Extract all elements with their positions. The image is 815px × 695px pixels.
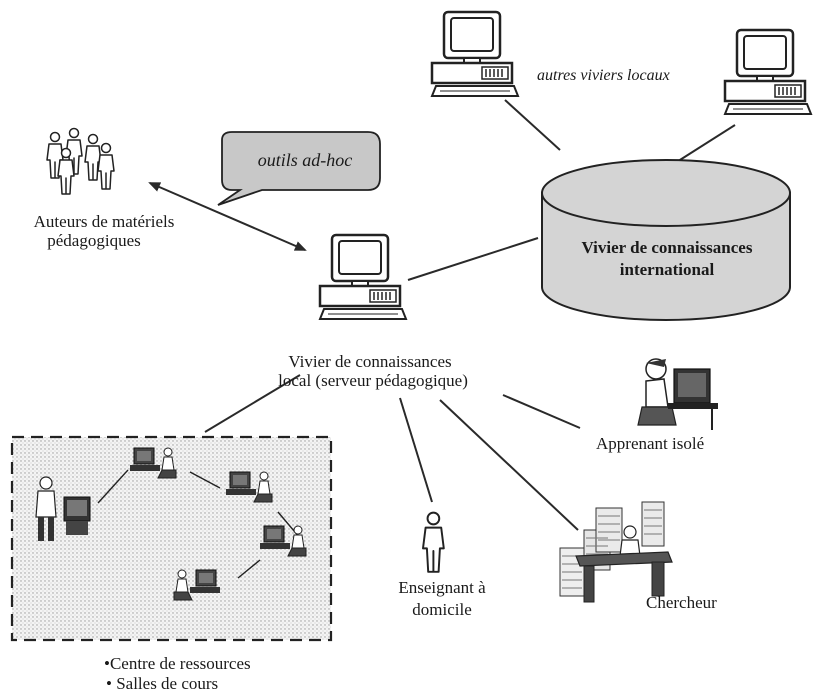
computer-icon-local-server — [318, 233, 408, 321]
resource-center-box — [10, 435, 333, 642]
home-teacher-line1: Enseignant à — [398, 578, 486, 597]
connection-lines — [148, 99, 736, 531]
local-pool-label: Vivier de connaissances local (serveur p… — [253, 352, 493, 390]
researcher-label: Chercheur — [646, 593, 717, 612]
international-label-line1: Vivier de connaissances — [581, 238, 753, 257]
line-local-to-resource-center — [204, 374, 301, 433]
international-pool-label: Vivier de connaissances international — [545, 237, 789, 281]
line-other-pools2-to-international — [671, 124, 736, 166]
line-local-to-home-teacher — [399, 397, 433, 503]
arrow-authors-to-local — [149, 182, 307, 251]
authors-label-line1: Auteurs de matériels — [33, 212, 175, 231]
international-pool-cylinder — [541, 159, 791, 321]
line-local-to-international — [407, 237, 539, 281]
isolated-learner-label: Apprenant isolé — [596, 434, 705, 453]
international-label-line2: international — [619, 260, 715, 279]
adhoc-tools-label: outils ad-hoc — [257, 150, 353, 170]
computer-icon-other-pool-1 — [430, 10, 520, 98]
authors-group-icon — [46, 127, 115, 195]
computer-icon-other-pool-2 — [723, 28, 813, 116]
home-teacher-label: Enseignant à domicile — [382, 578, 502, 619]
bullet-resource-center: •Centre de ressources — [104, 654, 251, 673]
local-label-line2: local (serveur pédagogique) — [278, 371, 468, 390]
bullet-classrooms: • Salles de cours — [106, 674, 219, 693]
home-teacher-icon — [422, 511, 445, 573]
authors-label-line2: pédagogiques — [47, 231, 141, 250]
line-local-to-isolated-learner — [502, 394, 581, 429]
line-other-pools-to-international — [504, 99, 561, 151]
home-teacher-line2: domicile — [412, 600, 472, 619]
authors-label: Auteurs de matériels pédagogiques — [4, 212, 204, 250]
other-local-pools-label: autres viviers locaux — [537, 67, 670, 84]
researcher-icon — [559, 501, 673, 603]
adhoc-tools-bubble — [217, 131, 381, 206]
local-label-line1: Vivier de connaissances — [288, 352, 452, 371]
line-local-to-researcher — [439, 399, 579, 531]
isolated-learner-icon — [637, 358, 718, 430]
